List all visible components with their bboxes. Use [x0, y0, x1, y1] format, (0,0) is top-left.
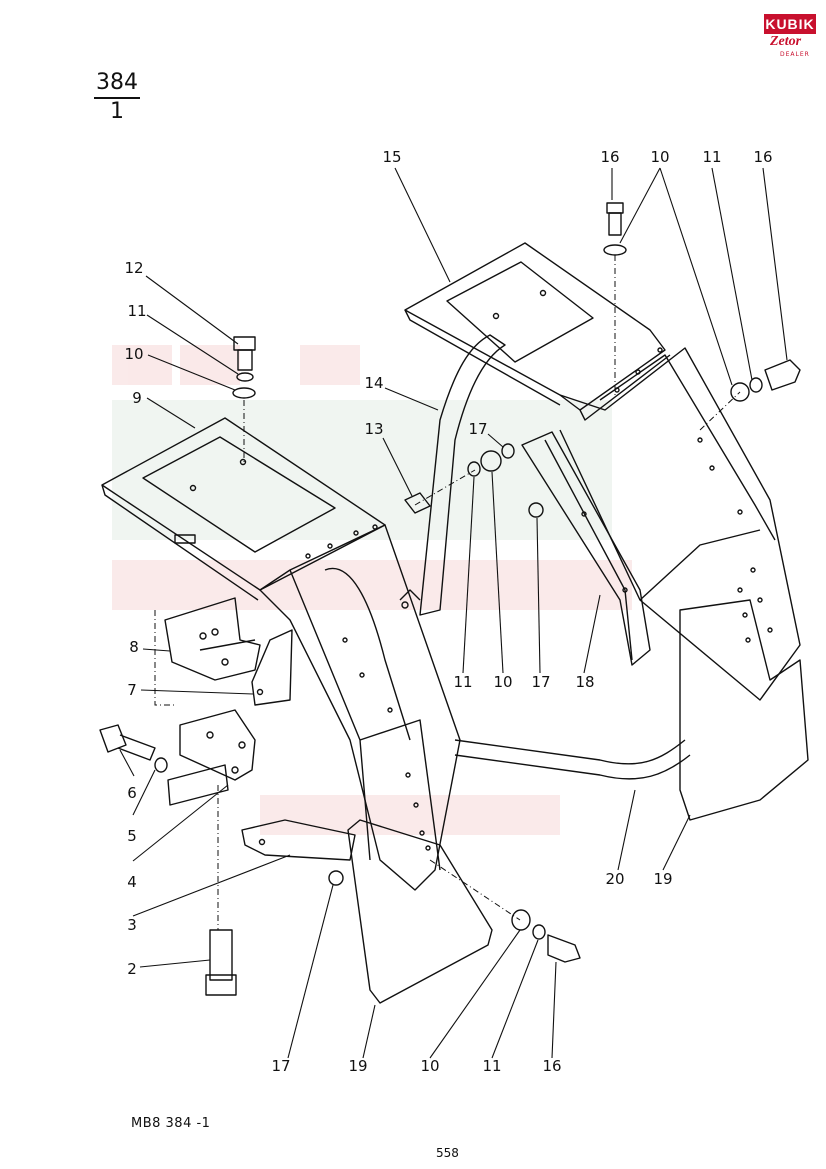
callout-16-right: 16: [753, 148, 773, 166]
callout-4: 4: [127, 873, 137, 891]
bolt-6: [99, 724, 168, 773]
footer-code: MB8 384 -1: [131, 1116, 211, 1131]
bolt-12-stack: [232, 336, 256, 399]
callout-20: 20: [605, 870, 625, 888]
bolt-16-right: [730, 359, 801, 402]
callout-19-left: 19: [348, 1057, 368, 1075]
callout-17-bottom: 17: [271, 1057, 291, 1075]
callout-16-bottom: 16: [542, 1057, 562, 1075]
callout-15: 15: [382, 148, 402, 166]
page-number-top: 384: [94, 70, 140, 99]
callout-11-left: 11: [127, 302, 147, 320]
footer-page-number: 558: [436, 1146, 459, 1160]
callout-10-bottom: 10: [420, 1057, 440, 1075]
callout-2: 2: [127, 960, 137, 978]
callout-10-mid: 10: [493, 673, 513, 691]
washers-17-11-10: [404, 443, 544, 518]
callout-11-bottom: 11: [482, 1057, 502, 1075]
alignment-lines: [154, 255, 741, 930]
callout-10-left: 10: [124, 345, 144, 363]
callout-11-mid: 11: [453, 673, 473, 691]
left-stay: [251, 629, 293, 706]
bolt-16-top: [603, 202, 627, 256]
bracket-18: [521, 431, 651, 666]
tube-3: [241, 819, 356, 861]
logo-brand: KUBIK: [764, 14, 816, 34]
watermark: [112, 345, 632, 835]
bolt-2: [205, 929, 237, 996]
callout-9: 9: [132, 389, 142, 407]
watermark-green: [112, 400, 612, 540]
callout-7: 7: [127, 681, 137, 699]
rod-20: [454, 739, 691, 780]
logo-sub: Zetor: [770, 34, 802, 49]
bracket-8: [164, 597, 261, 681]
page-number-bottom: 1: [110, 99, 124, 124]
callout-10-top: 10: [650, 148, 670, 166]
callout-12: 12: [124, 259, 144, 277]
callout-6: 6: [127, 784, 137, 802]
callout-16-top: 16: [600, 148, 620, 166]
callout-19-right: 19: [653, 870, 673, 888]
left-fender-body: [259, 524, 461, 891]
left-mudflap: [328, 819, 493, 1004]
callout-5: 5: [127, 827, 137, 845]
callout-14: 14: [364, 374, 384, 392]
right-mudflap: [679, 599, 809, 821]
left-fender-top-plate: [101, 417, 386, 601]
bolt-16-bottom: [511, 909, 581, 963]
dealer-logo: KUBIK Zetor DEALER: [764, 14, 816, 60]
right-fender-body: [559, 347, 801, 701]
callout-8: 8: [129, 638, 139, 656]
callout-3: 3: [127, 916, 137, 934]
bracket-4: [167, 709, 256, 806]
leader-lines: [119, 167, 788, 1059]
callout-13: 13: [364, 420, 384, 438]
callout-17-mid: 17: [531, 673, 551, 691]
callout-18: 18: [575, 673, 595, 691]
right-stay: [399, 334, 506, 616]
callout-11-top: 11: [702, 148, 722, 166]
page-number: 384 1: [94, 70, 140, 125]
callout-17-top: 17: [468, 420, 488, 438]
right-fender-top-plate: [404, 242, 671, 421]
logo-dealer: DEALER: [780, 51, 810, 58]
